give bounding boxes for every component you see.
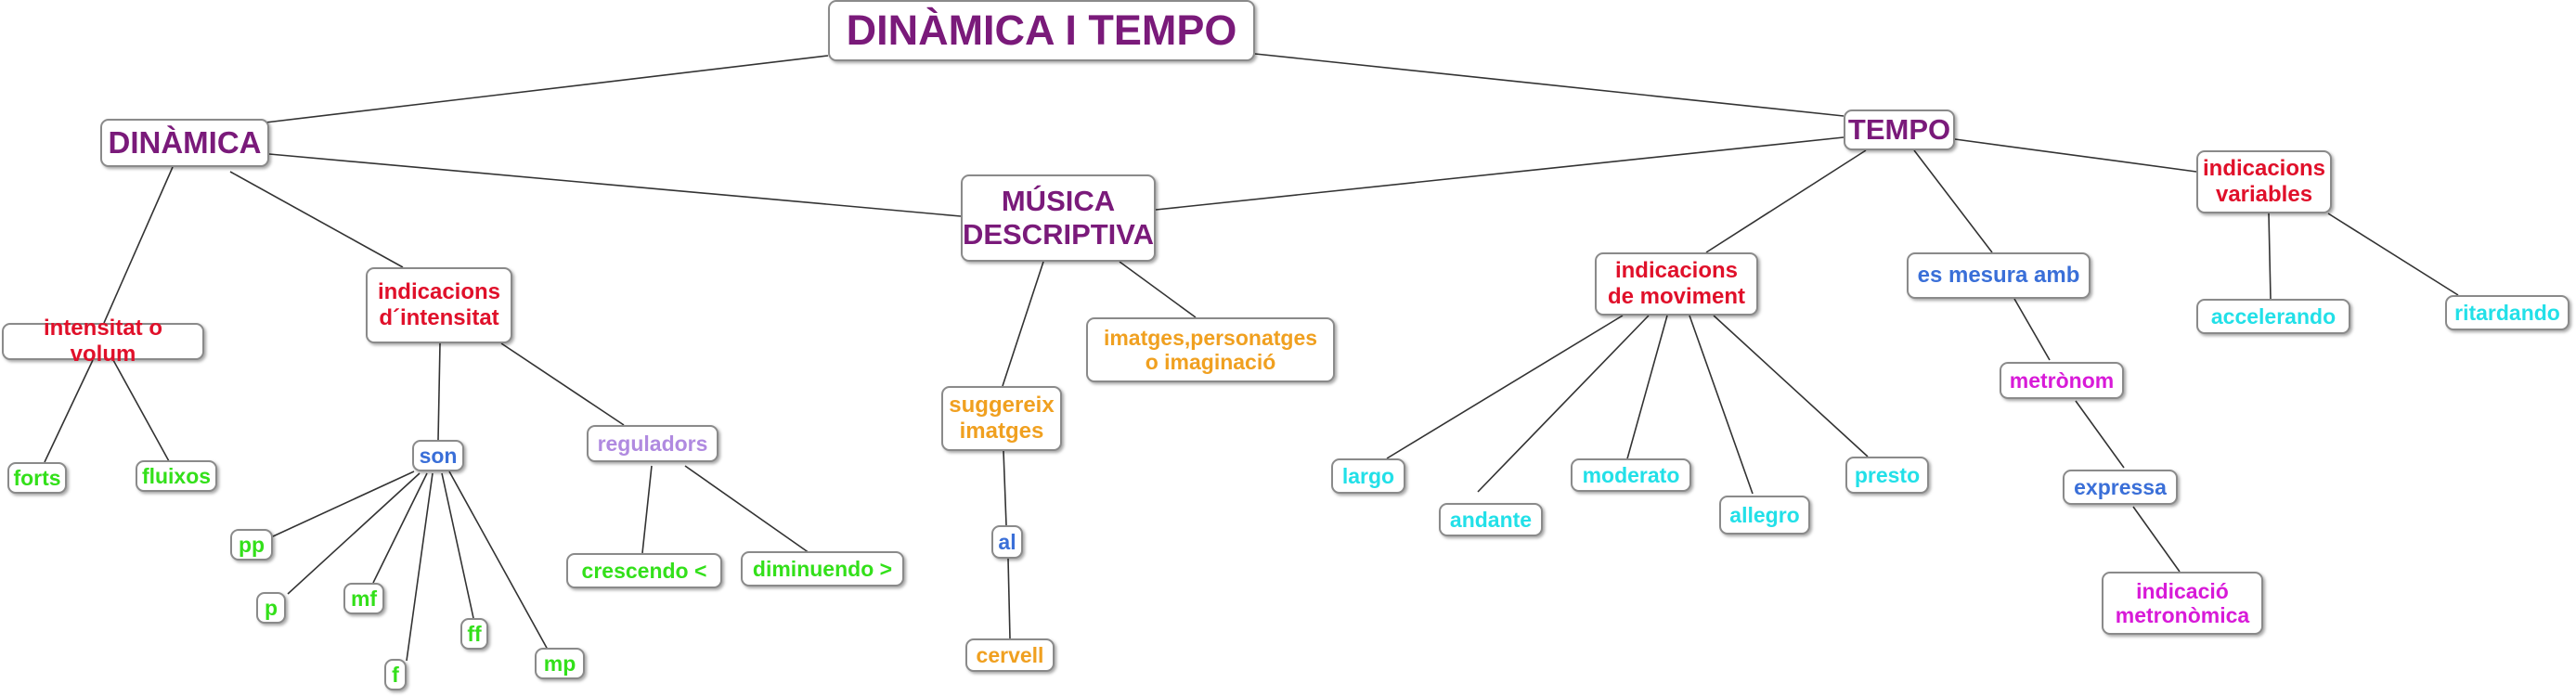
- edge-tempo-mesura: [1913, 149, 1993, 253]
- edge-moviment-presto: [1713, 315, 1869, 458]
- edge-moviment-largo: [1386, 315, 1624, 459]
- mp-node[interactable]: mp: [535, 648, 585, 679]
- ritardando-node[interactable]: ritardando: [2445, 295, 2570, 330]
- edge-intensitat-forts: [44, 359, 94, 463]
- mf-node[interactable]: mf: [343, 583, 384, 614]
- al-node[interactable]: al: [991, 525, 1023, 559]
- edge-tempo-musica: [1155, 136, 1845, 211]
- expressa-node[interactable]: expressa: [2063, 470, 2178, 505]
- edge-root-dinamica: [265, 55, 829, 123]
- diminuendo-node[interactable]: diminuendo >: [741, 551, 904, 586]
- suggereix-imatges-node[interactable]: suggereix imatges: [941, 386, 1062, 451]
- andante-node[interactable]: andante: [1439, 503, 1543, 536]
- edge-moviment-allegro: [1689, 315, 1754, 495]
- edge-tempo-variables: [1954, 138, 2197, 173]
- edge-musica-suggereix: [1002, 261, 1044, 387]
- edge-son-pp: [272, 470, 415, 537]
- indicacions-intensitat-node[interactable]: indicacions d´intensitat: [366, 267, 512, 343]
- imatges-personatges-node[interactable]: imatges,personatges o imaginació: [1086, 317, 1335, 382]
- indicacions-variables-node[interactable]: indicacions variables: [2196, 150, 2332, 213]
- edge-indicacions-son: [437, 342, 441, 441]
- root-node[interactable]: DINÀMICA I TEMPO: [828, 0, 1255, 61]
- edge-reguladors-crescendo: [641, 465, 653, 554]
- es-mesura-amb-node[interactable]: es mesura amb: [1907, 252, 2091, 299]
- edge-musica-imatges: [1119, 261, 1197, 318]
- largo-node[interactable]: largo: [1331, 458, 1405, 494]
- edge-metronom-expressa: [2075, 400, 2125, 469]
- p-node[interactable]: p: [256, 592, 286, 624]
- reguladors-node[interactable]: reguladors: [587, 425, 718, 462]
- metronom-node[interactable]: metrònom: [2000, 362, 2124, 399]
- tempo-node[interactable]: TEMPO: [1844, 110, 1955, 150]
- edge-dinamica-musica: [268, 153, 962, 217]
- moderato-node[interactable]: moderato: [1571, 458, 1691, 492]
- edge-son-f: [406, 472, 434, 662]
- crescendo-node[interactable]: crescendo <: [566, 553, 722, 588]
- edge-son-mf: [372, 472, 428, 584]
- edge-tempo-moviment: [1705, 149, 1867, 253]
- edge-intensitat-fluixos: [112, 359, 170, 462]
- edge-variables-ritardando: [2327, 213, 2459, 296]
- edge-dinamica-intensitat: [103, 166, 174, 324]
- edge-expressa-indicacio: [2132, 506, 2181, 573]
- allegro-node[interactable]: allegro: [1719, 496, 1810, 535]
- edge-root-tempo: [1254, 53, 1845, 117]
- forts-node[interactable]: forts: [7, 462, 67, 494]
- edge-moviment-moderato: [1625, 315, 1668, 463]
- presto-node[interactable]: presto: [1845, 457, 1929, 494]
- indicacio-metronomica-node[interactable]: indicació metronòmica: [2102, 572, 2263, 635]
- cervell-node[interactable]: cervell: [965, 638, 1055, 672]
- edge-reguladors-diminuendo: [684, 465, 810, 554]
- edge-indicacions-reguladors: [500, 342, 625, 426]
- edge-al-cervell: [1007, 558, 1011, 639]
- dinamica-node[interactable]: DINÀMICA: [100, 119, 269, 167]
- ff-node[interactable]: ff: [460, 618, 488, 650]
- edge-variables-accelerando: [2268, 213, 2272, 300]
- edge-son-p: [287, 472, 421, 595]
- edge-suggereix-al: [1003, 450, 1007, 526]
- son-node[interactable]: son: [412, 440, 464, 471]
- musica-descriptiva-node[interactable]: MÚSICA DESCRIPTIVA: [961, 174, 1156, 262]
- edge-dinamica-indicacions: [229, 171, 404, 268]
- intensitat-volum-node[interactable]: intensitat o volum: [2, 316, 204, 367]
- indicacions-moviment-node[interactable]: indicacions de moviment: [1595, 252, 1758, 316]
- edge-moviment-andante: [1477, 315, 1650, 493]
- edge-son-mp: [448, 470, 549, 651]
- f-node[interactable]: f: [384, 659, 407, 690]
- fluixos-node[interactable]: fluixos: [136, 460, 217, 492]
- edge-mesura-metronom: [2013, 298, 2051, 361]
- accelerando-node[interactable]: accelerando: [2196, 299, 2350, 334]
- edge-son-ff: [441, 472, 474, 619]
- pp-node[interactable]: pp: [230, 529, 273, 561]
